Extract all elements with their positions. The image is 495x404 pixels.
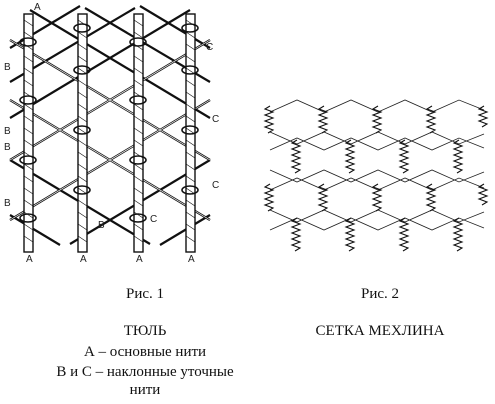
twisted-verticals [263,105,489,252]
figure-1-caption: Рис. 1 [125,286,165,302]
label-a-bottom-1: А [26,254,33,265]
label-a-bottom-3: А [136,254,143,265]
label-b-5: В [98,220,105,231]
label-b-3: В [4,142,11,153]
label-a-bottom-4: А [188,254,195,265]
diagonal-weft-threads [9,5,211,246]
label-c-4: С [150,214,158,225]
legend-weft-threads: В и С – наклонные уточные [56,364,234,380]
label-b-4: В [4,198,11,209]
label-c-1: С [206,42,214,53]
diagonal-weft-threads-inner [9,39,211,221]
warp-threads [23,13,196,253]
label-c-2: С [212,114,220,125]
legend-weft-threads-continued: нити [129,382,161,398]
label-b-2: В [4,126,11,137]
thread-wraps [19,23,199,223]
label-b-1: В [4,62,11,73]
figure-2-title: СЕТКА МЕХЛИНА [315,323,445,339]
legend-warp-threads: А – основные нити [83,344,207,360]
figure-1-title: ТЮЛЬ [123,323,167,339]
label-a-top: А [34,2,41,13]
label-a-bottom-2: А [80,254,87,265]
mechlin-net-diagram [263,99,489,252]
label-c-3: С [212,180,220,191]
figure-2-caption: Рис. 2 [360,286,400,302]
tulle-diagram [9,5,211,253]
warp-thread-twist-texture [23,19,196,243]
